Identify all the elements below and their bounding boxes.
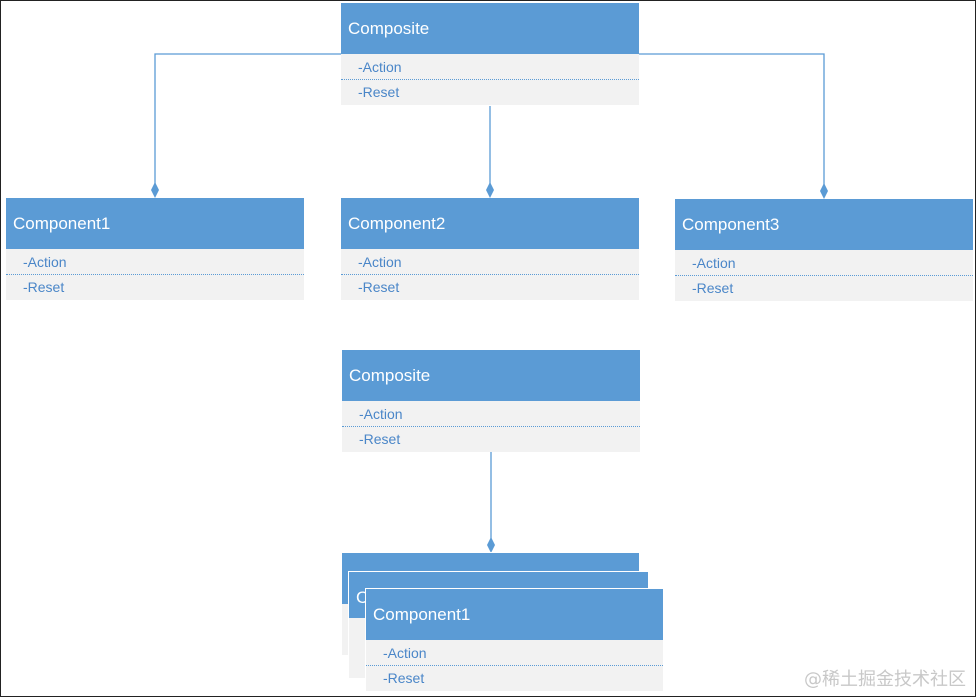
component1-class: Component1 -Action -Reset	[6, 198, 304, 300]
member-reset: -Reset	[359, 431, 401, 447]
class-members: -Action -Reset	[675, 250, 973, 301]
member-action: -Action	[342, 401, 640, 427]
member-reset: -Reset	[358, 84, 400, 100]
class-title: Component2	[341, 198, 639, 249]
member-reset: -Reset	[692, 280, 734, 296]
class-members: -Action -Reset	[366, 640, 663, 691]
member-action: -Action	[6, 249, 304, 275]
class-title: Composite	[342, 350, 640, 401]
member-action: -Action	[341, 54, 639, 80]
class-title: Component1	[366, 589, 663, 640]
connector-composite-component3	[639, 53, 825, 191]
watermark: @稀土掘金技术社区	[804, 669, 966, 690]
member-action: -Action	[341, 249, 639, 275]
class-members: -Action -Reset	[342, 401, 640, 452]
member-reset: -Reset	[358, 279, 400, 295]
class-title: Component1	[6, 198, 304, 249]
member-reset: -Reset	[23, 279, 65, 295]
connector-composite-component1	[154, 53, 341, 190]
composite-class-top: Composite -Action -Reset	[341, 3, 639, 105]
diamond-component1	[151, 182, 159, 198]
class-members: -Action -Reset	[6, 249, 304, 300]
component1-class-front: Component1 -Action -Reset	[365, 588, 664, 692]
composite-class-bottom: Composite -Action -Reset	[342, 350, 640, 452]
class-title: Composite	[341, 3, 639, 54]
class-title: Component3	[675, 199, 973, 250]
class-members: -Action -Reset	[341, 54, 639, 105]
member-action: -Action	[366, 640, 663, 666]
diamond-component2	[486, 182, 494, 198]
diamond-stack	[487, 537, 495, 553]
diamond-component3	[820, 183, 828, 199]
member-reset: -Reset	[383, 670, 425, 686]
class-members: -Action -Reset	[341, 249, 639, 300]
component2-class: Component2 -Action -Reset	[341, 198, 639, 300]
member-action: -Action	[675, 250, 973, 276]
component3-class: Component3 -Action -Reset	[675, 199, 973, 301]
